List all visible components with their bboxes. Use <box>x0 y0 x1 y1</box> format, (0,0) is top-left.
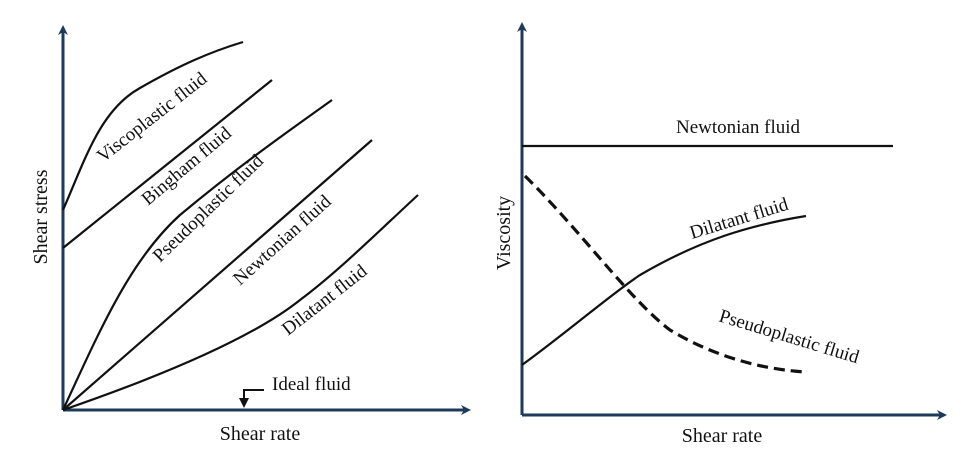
newtonian-viscosity-label: Newtonian fluid <box>676 117 801 138</box>
right-panel: Viscosity Shear rate Newtonian fluid Dil… <box>493 22 947 447</box>
ideal-fluid-label: Ideal fluid <box>272 374 351 395</box>
left-y-axis-label: Shear stress <box>30 169 52 264</box>
dilatant-label: Dilatant fluid <box>278 260 372 340</box>
ideal-fluid-pointer <box>243 389 264 400</box>
pseudoplastic-viscosity-curve <box>523 174 807 374</box>
dilatant-curve <box>62 194 419 412</box>
pseudoplastic-viscosity-label: Pseudoplastic fluid <box>717 306 862 369</box>
dilatant-viscosity-label: Dilatant fluid <box>687 194 791 244</box>
ideal-fluid-pointer-head <box>239 398 249 408</box>
pseudoplastic-label: Pseudoplastic fluid <box>149 150 268 266</box>
newtonian-label: Newtonian fluid <box>229 191 336 290</box>
newtonian-curve <box>62 139 373 411</box>
right-x-axis-label: Shear rate <box>682 425 763 447</box>
pseudoplastic-curve <box>62 99 333 411</box>
right-y-axis-label: Viscosity <box>493 196 515 270</box>
left-x-axis-label: Shear rate <box>220 423 301 445</box>
dilatant-viscosity-curve <box>521 214 807 366</box>
viscoplastic-curve <box>61 40 244 211</box>
bingham-curve <box>62 79 273 249</box>
left-panel: Shear stress Shear rate Viscoplastic flu… <box>30 25 471 445</box>
